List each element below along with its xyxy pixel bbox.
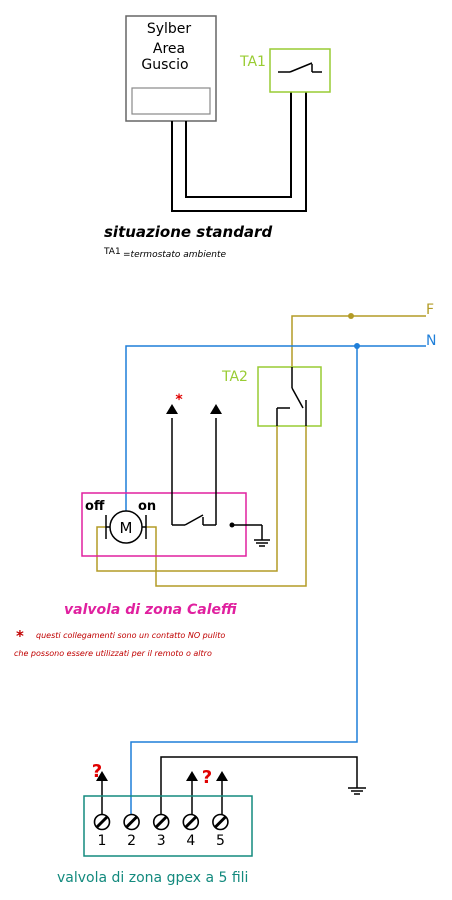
ta2-changeover-switch (276, 367, 307, 426)
terminal-number: 5 (216, 833, 225, 849)
boiler-display (131, 87, 211, 115)
standard-title: situazione standard (104, 223, 272, 241)
ground-junction-dot (229, 522, 235, 528)
terminal-3-to-ground (160, 756, 358, 815)
ground-symbol-gpex (348, 787, 366, 795)
terminals-4-5-question: ? (202, 767, 212, 788)
neutral-to-terminal-2 (130, 346, 358, 815)
terminal-number: 4 (186, 833, 195, 849)
gpex-valve-box (83, 795, 253, 857)
phase-line (291, 315, 426, 388)
boiler-model: Guscio (141, 57, 188, 73)
caleffi-section: F N TA2 off on M (14, 302, 436, 658)
wire-ta2-off (96, 426, 278, 572)
aux-asterisk: * (175, 392, 183, 408)
terminal-block: 1 2 3 4 5 (93, 813, 229, 849)
screw-terminal-3: 3 (152, 813, 170, 849)
terminal-number: 3 (157, 833, 166, 849)
wire-boiler-ta1-inner (185, 92, 292, 198)
screw-terminal-4: 4 (182, 813, 200, 849)
screw-slot (214, 815, 227, 829)
wire-boiler-ta1-outer (171, 92, 307, 212)
ta1-switch-symbol (278, 62, 322, 73)
terminal-number: 2 (127, 833, 136, 849)
footnote-line1: questi collegamenti sono un contatto NO … (36, 631, 225, 640)
screw-slot (95, 815, 109, 829)
ta1-box (269, 48, 331, 93)
screw-slot (125, 815, 138, 829)
ta2-box (257, 366, 322, 427)
footnote-line2: che possono essere utilizzati per il rem… (14, 649, 212, 658)
gpex-title: valvola di zona gpex a 5 fili (57, 870, 248, 886)
wire-ta2-on (146, 426, 307, 587)
footnote-star: * (16, 627, 24, 645)
boiler-area: Area (153, 41, 185, 57)
screw-slot (184, 815, 197, 829)
motor-symbol (105, 510, 147, 544)
caleffi-off-label: off (85, 499, 105, 514)
standard-situation: Sylber Area Guscio TA1 situazione standa… (103, 15, 331, 260)
terminal-1-question: ? (92, 761, 102, 782)
phase-junction-dot (348, 313, 354, 319)
boiler-name: Sylber (147, 21, 192, 37)
caleffi-title: valvola di zona Caleffi (64, 602, 237, 618)
screw-slot (155, 815, 168, 829)
screw-terminal-1: 1 (93, 813, 111, 849)
terminal-4-arrow (186, 771, 198, 781)
ta1-note-text: =termostato ambiente (123, 250, 226, 260)
screw-terminal-2: 2 (123, 813, 140, 849)
caleffi-on-label: on (138, 499, 156, 514)
ground-symbol-caleffi (232, 524, 270, 547)
neutral-line (125, 345, 426, 512)
terminal-1-arrow (96, 771, 108, 781)
terminal-number: 1 (98, 833, 107, 849)
aux-arrow-left (166, 404, 178, 414)
gpex-section: ? ? 1 2 3 4 5 valvola di zona gpex a 5 fili (57, 346, 366, 886)
terminal-5-arrow (216, 771, 228, 781)
aux-contact (171, 418, 217, 526)
ta1-label: TA1 (239, 54, 266, 70)
neutral-label: N (426, 333, 436, 349)
ta1-note-prefix: TA1 (103, 247, 121, 257)
phase-label: F (426, 302, 434, 318)
screw-terminal-5: 5 (212, 813, 229, 849)
aux-arrow-right (210, 404, 222, 414)
ta2-label: TA2 (221, 369, 248, 385)
motor-label: M (120, 519, 133, 537)
